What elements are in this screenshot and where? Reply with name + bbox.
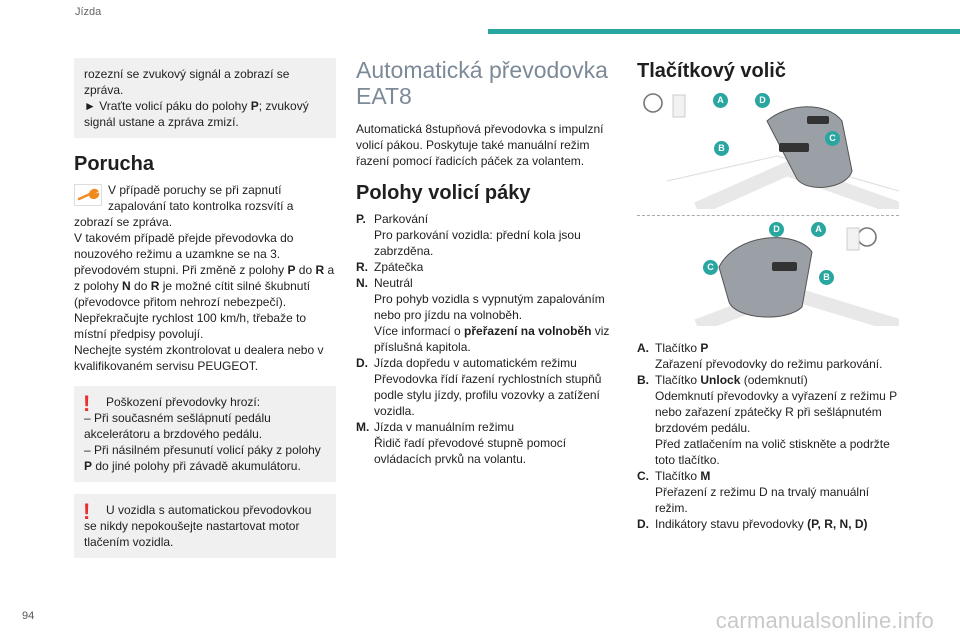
porucha-p4: Nechejte systém zkontrolovat u dealera n… <box>74 343 324 373</box>
badge-c: C <box>825 131 840 146</box>
gear-selector-figure-top: A D C B <box>637 91 902 216</box>
legend-key: D. <box>637 517 649 531</box>
legend-d: Indikátory stavu převodovky (P, R, N, D) <box>655 517 868 531</box>
item-r: Zpátečka <box>374 260 424 274</box>
wrench-warning-icon <box>74 184 102 206</box>
exclamation-icon: ! <box>83 391 91 416</box>
running-header: Jízda <box>75 6 102 18</box>
column-2: Automatická převodovka EAT8 Automatická … <box>356 45 618 467</box>
info-box: rozezní se zvukový signál a zobrazí se z… <box>74 58 336 138</box>
column-3: Tlačítkový volič A D C B D A C B A. <box>637 45 902 532</box>
exclamation-icon: ! <box>83 499 91 524</box>
figure-divider <box>637 215 899 216</box>
item-key: M. <box>356 420 370 434</box>
warn1-line1: – Při současném sešlápnutí pedálu akcele… <box>84 411 271 441</box>
box-bullet: ► Vraťte volicí páku do polohy P; zvukov… <box>84 99 309 129</box>
gear-selector-illustration <box>694 227 902 333</box>
badge-a: A <box>713 93 728 108</box>
column-1: rozezní se zvukový signál a zobrazí se z… <box>74 45 336 558</box>
badge-b: B <box>714 141 729 156</box>
badge-d: D <box>769 222 784 237</box>
warn2-text: U vozidla s automatickou převodovkou se … <box>84 503 312 549</box>
item-key: D. <box>356 356 368 370</box>
porucha-p3: Nepřekračujte rychlost 100 km/h, třebaže… <box>74 311 307 341</box>
volic-title: Tlačítkový volič <box>637 60 786 82</box>
watermark: carmanualsonline.info <box>715 608 934 633</box>
porucha-intro: V případě poruchy se při zapnutí zapalov… <box>74 183 294 229</box>
warning-box-1: ! Poškození převodovky hrozí: – Při souč… <box>74 386 336 482</box>
warning-box-2: ! U vozidla s automatickou převodovkou s… <box>74 494 336 558</box>
header-accent-bar <box>488 29 960 34</box>
badge-c: C <box>703 260 718 275</box>
gear-selector-figure-bottom: D A C B <box>637 222 902 333</box>
warn1-line2: – Při násilném přesunutí volicí páky z p… <box>84 443 321 473</box>
legend-key: C. <box>637 469 649 483</box>
section-title: Automatická převodovka EAT8 <box>356 57 608 109</box>
porucha-title: Porucha <box>74 153 155 175</box>
legend-key: B. <box>637 373 649 387</box>
badge-d: D <box>755 93 770 108</box>
badge-a: A <box>811 222 826 237</box>
porucha-p2: V takovém případě přejde převodovka do n… <box>74 231 335 309</box>
item-key: P. <box>356 212 366 226</box>
legend-b: Tlačítko Unlock (odemknutí)Odemknutí pře… <box>655 373 897 467</box>
item-key: N. <box>356 276 368 290</box>
page-number: 94 <box>22 610 35 622</box>
polohy-title: Polohy volicí páky <box>356 182 531 204</box>
box-text: rozezní se zvukový signál a zobrazí se z… <box>84 67 290 97</box>
item-key: R. <box>356 260 368 274</box>
intro-text: Automatická 8stupňová převodovka s impul… <box>356 122 604 168</box>
gear-selector-illustration <box>643 93 902 216</box>
badge-b: B <box>819 270 834 285</box>
legend-key: A. <box>637 341 649 355</box>
warn1-title: Poškození převodovky hrozí: <box>106 395 261 409</box>
